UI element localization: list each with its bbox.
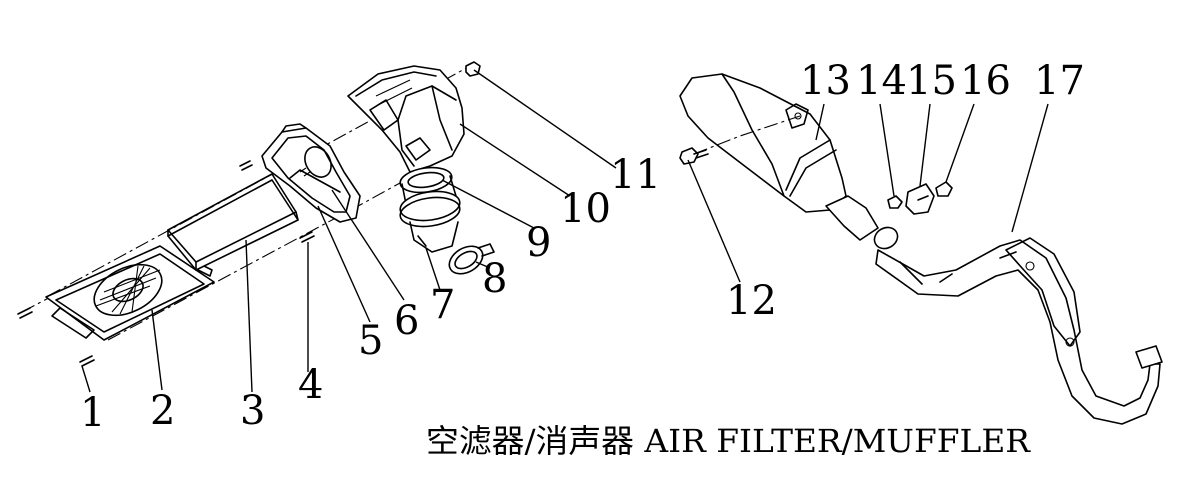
exhaust-header-pipe [875, 237, 1163, 425]
filter-foam-element [167, 173, 299, 271]
callout-2: 2 [150, 388, 175, 434]
leader-lines [81, 69, 1049, 393]
muffler-body [679, 73, 899, 250]
callout-5: 5 [358, 318, 383, 364]
callout-10: 10 [560, 186, 611, 232]
callout-9: 9 [526, 220, 551, 266]
callout-12: 12 [726, 278, 777, 324]
callout-11: 11 [610, 152, 661, 198]
air-box-cover [261, 123, 361, 223]
screw-upper [239, 160, 253, 171]
diagram-caption: 空滤器/消声器 AIR FILTER/MUFFLER [426, 422, 1031, 460]
clamp-set [887, 181, 953, 215]
hose-clamp-8 [448, 243, 495, 275]
callout-8: 8 [482, 256, 507, 302]
callout-labels: 1 2 3 4 5 6 7 8 9 10 11 12 13 14 15 16 1… [80, 58, 1085, 436]
callout-14: 14 [856, 58, 907, 104]
callout-1: 1 [80, 390, 105, 436]
air-box-housing [347, 65, 465, 173]
callout-3: 3 [240, 388, 265, 434]
callout-16: 16 [960, 58, 1011, 104]
bolt-12 [679, 147, 709, 165]
bolt-1 [17, 307, 95, 367]
screw-4 [299, 231, 315, 243]
callout-4: 4 [298, 362, 323, 408]
callout-7: 7 [430, 282, 455, 328]
callout-17: 17 [1034, 58, 1085, 104]
callout-6: 6 [394, 298, 419, 344]
callout-13: 13 [800, 58, 851, 104]
intake-boot [399, 166, 461, 253]
nut-11 [465, 61, 481, 77]
filter-grille-frame [45, 245, 215, 341]
callout-15: 15 [906, 58, 957, 104]
